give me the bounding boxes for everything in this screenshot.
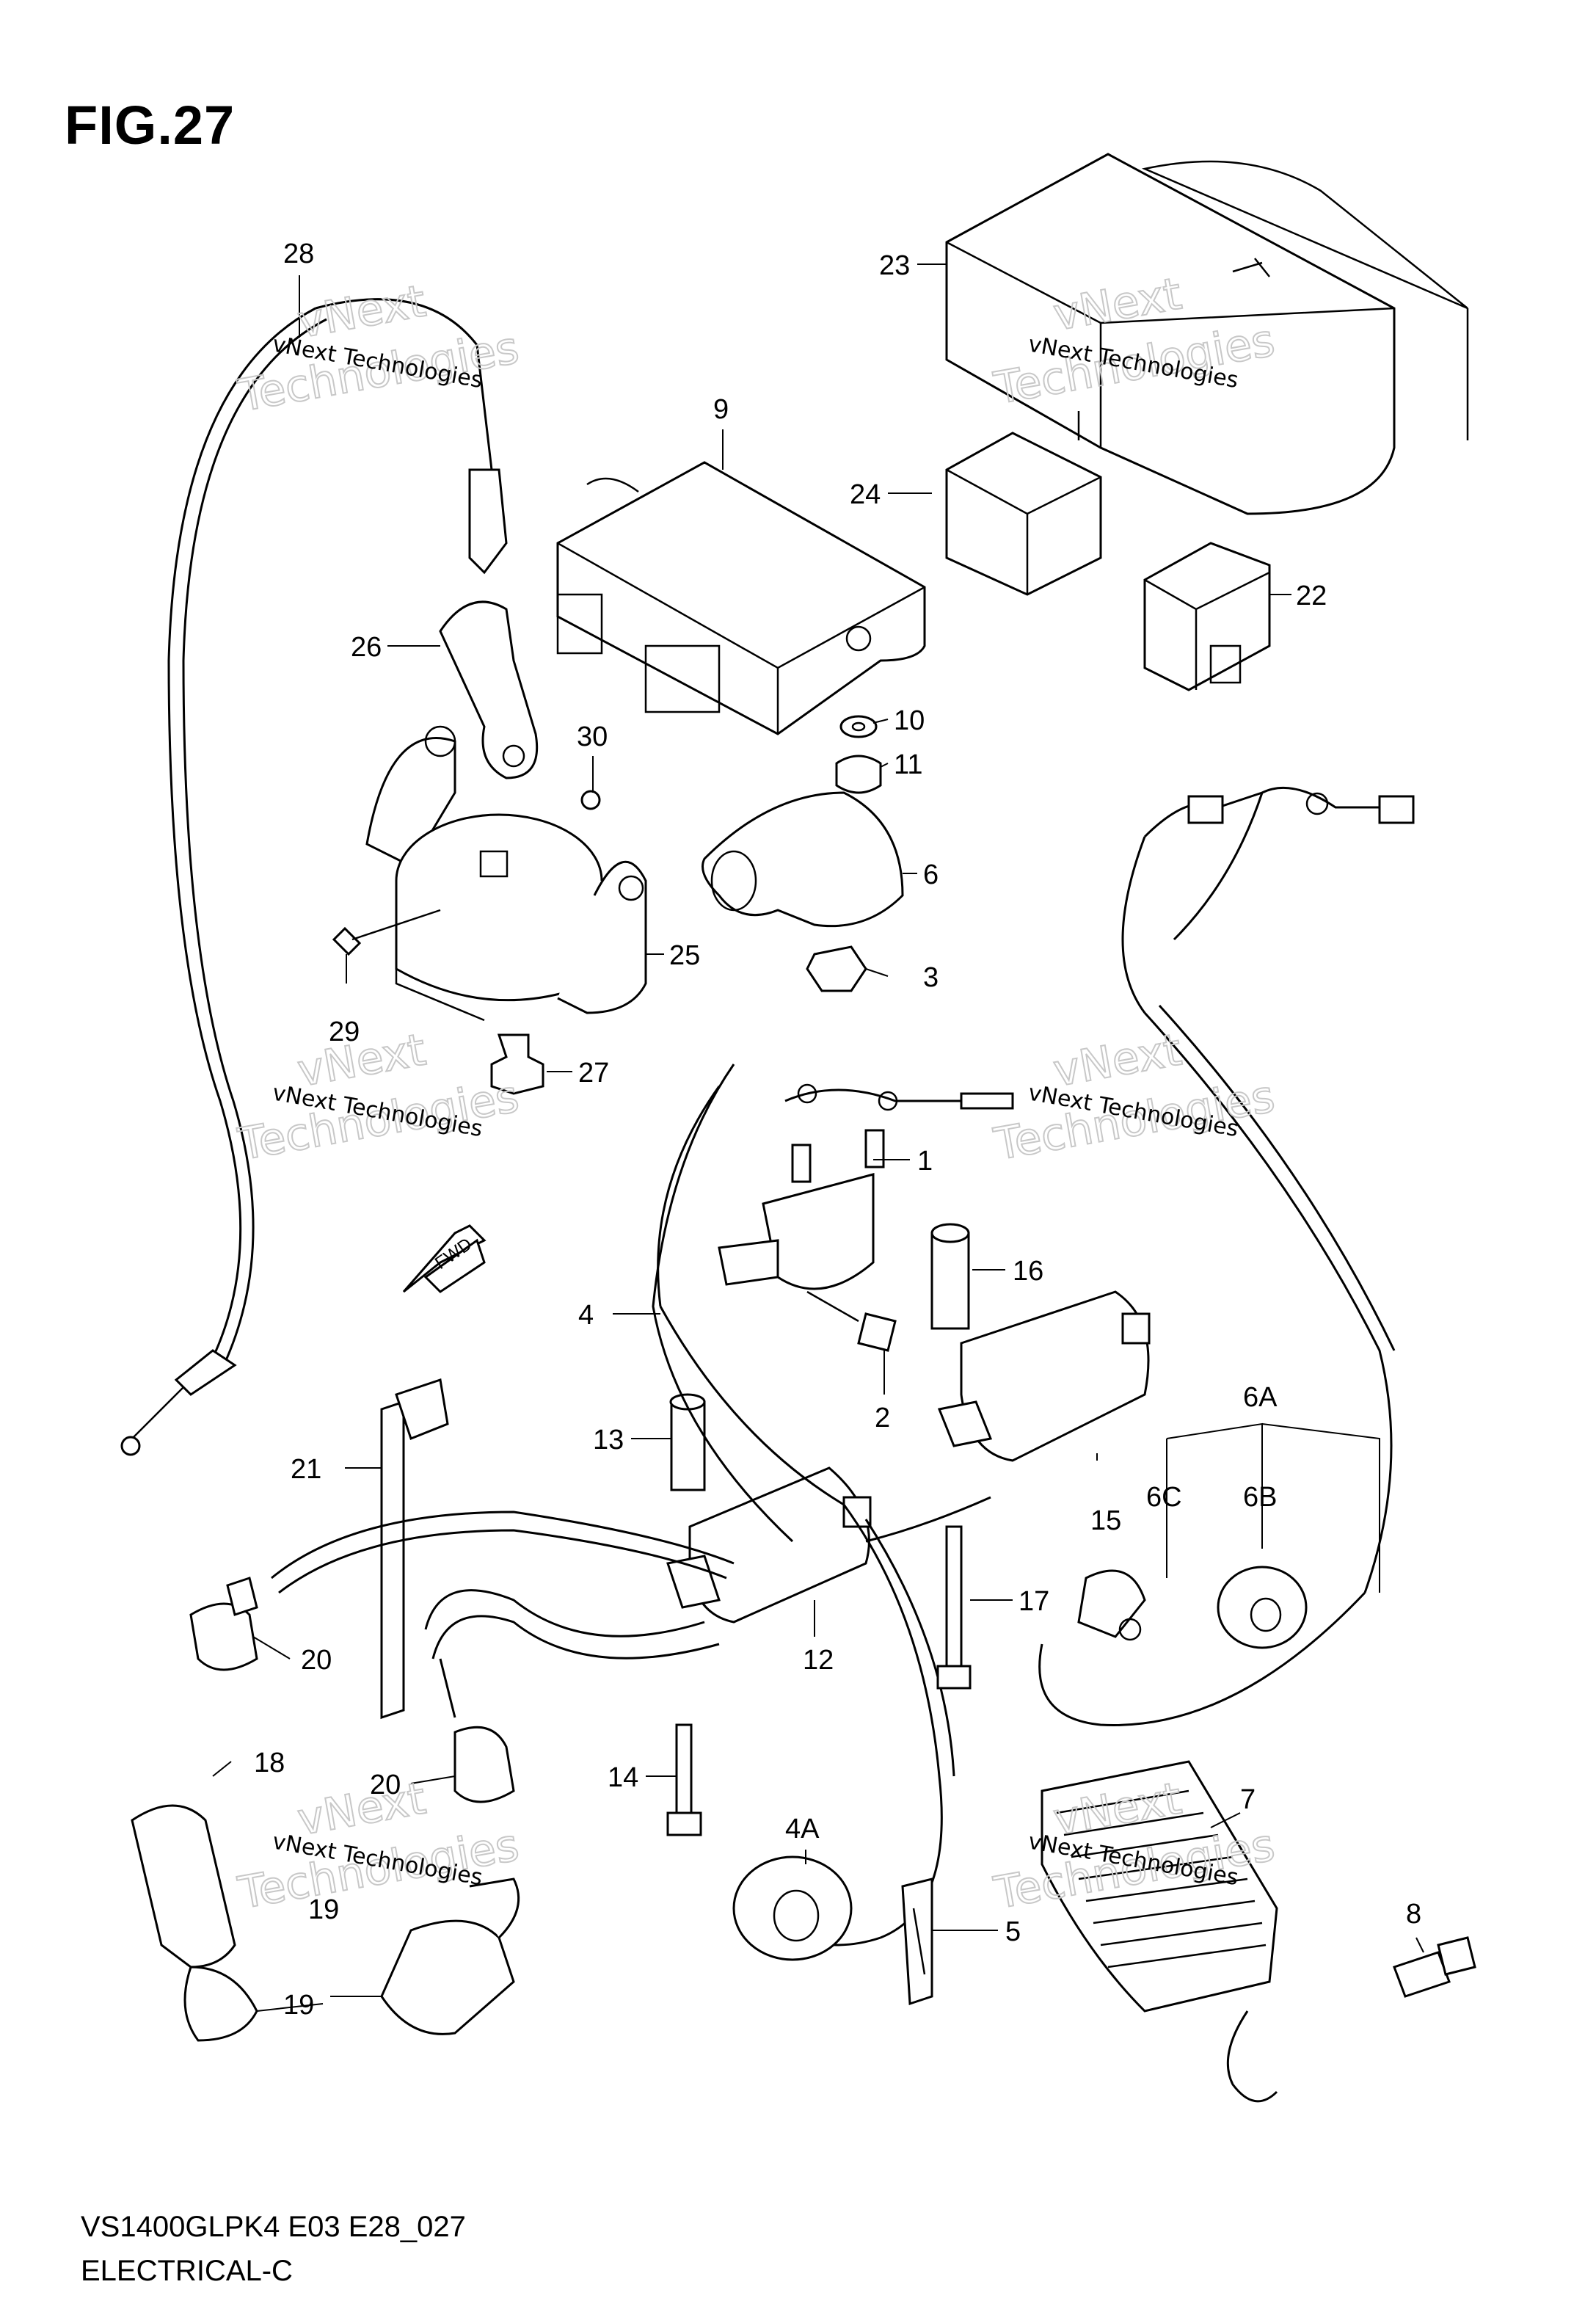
callout-27: 27 — [578, 1058, 609, 1088]
part-sensor-harness-6A — [1038, 786, 1415, 1726]
callout-19b: 19 — [283, 1990, 314, 2021]
part-sensor-25 — [365, 725, 647, 1022]
callout-12: 12 — [803, 1645, 834, 1676]
part-bolt-8 — [1393, 1936, 1476, 1998]
callout-13: 13 — [593, 1425, 624, 1455]
callout-2: 2 — [875, 1403, 890, 1433]
callout-24: 24 — [850, 479, 881, 510]
callout-28: 28 — [283, 239, 314, 269]
part-bolt-29 — [332, 909, 441, 956]
part-bolt-17 — [936, 1525, 972, 1690]
part-bolt-27 — [490, 1033, 544, 1095]
callout-21: 21 — [291, 1454, 321, 1485]
part-nut-3 — [806, 945, 867, 992]
part-clamp-21 — [380, 1378, 449, 1720]
callout-9: 9 — [713, 394, 729, 425]
callout-20b: 20 — [370, 1770, 401, 1800]
part-boot-6 — [702, 791, 904, 928]
callout-26: 26 — [351, 632, 382, 663]
part-bolt-2 — [806, 1290, 897, 1352]
figure-title: FIG.27 — [65, 95, 236, 156]
part-plug-cap-19 — [380, 1877, 520, 2035]
part-cap-20a — [189, 1577, 258, 1671]
callout-11: 11 — [894, 749, 922, 780]
callout-10: 10 — [894, 705, 925, 736]
watermark-4: vNext Technologies vNext Technologies — [989, 1023, 1279, 1171]
callout-30: 30 — [577, 721, 608, 752]
callout-20a: 20 — [301, 1645, 332, 1676]
callout-15: 15 — [1090, 1505, 1121, 1536]
callout-8: 8 — [1406, 1899, 1421, 1930]
callout-7: 7 — [1240, 1784, 1256, 1815]
part-washer-10 — [839, 715, 878, 738]
leader-lines — [212, 263, 1424, 2012]
part-ignition-coil-12 — [666, 1466, 872, 1624]
callout-5: 5 — [1005, 1916, 1021, 1947]
watermark-3: vNext Technologies vNext Technologies — [233, 1023, 523, 1171]
callout-29: 29 — [329, 1017, 360, 1047]
part-ecm-cover — [945, 153, 1469, 515]
part-relay — [945, 432, 1102, 596]
part-cable-28 — [120, 298, 508, 1456]
part-connector-22 — [1143, 542, 1271, 691]
callout-25: 25 — [669, 940, 700, 971]
callout-14: 14 — [608, 1762, 638, 1793]
part-ignition-coil-15 — [937, 1290, 1151, 1462]
callout-6A: 6A — [1243, 1382, 1278, 1413]
fwd-direction-marker: FWD — [402, 1224, 487, 1293]
callout-23: 23 — [879, 250, 910, 281]
callout-16: 16 — [1013, 1256, 1043, 1287]
part-clamp-5 — [901, 1877, 933, 2006]
callout-19a: 19 — [308, 1894, 339, 1925]
part-rubber-4A — [732, 1855, 853, 1961]
callout-22: 22 — [1296, 581, 1327, 611]
watermark-1: vNext Technologies vNext Technologies — [233, 275, 523, 423]
callout-labels: 28 23 9 24 22 26 10 30 11 6 25 3 29 27 1… — [254, 239, 1421, 2021]
part-spacer-16 — [930, 1223, 970, 1330]
callout-4: 4 — [578, 1300, 594, 1331]
footer-model-code: VS1400GLPK4 E03 E28_027 — [81, 2211, 466, 2243]
callout-6B: 6B — [1243, 1482, 1277, 1513]
part-plug-cap-18 — [131, 1804, 258, 2042]
callout-18: 18 — [254, 1748, 285, 1778]
part-grommet-11 — [835, 755, 882, 794]
part-bolt-14 — [666, 1723, 702, 1836]
callout-1: 1 — [917, 1146, 933, 1177]
part-bracket-26 — [439, 600, 539, 779]
part-sensor-6B — [1217, 1566, 1308, 1649]
footer-section-name: ELECTRICAL-C — [81, 2255, 293, 2287]
callout-6C: 6C — [1146, 1482, 1182, 1513]
part-hv-lead — [271, 1511, 735, 1718]
callout-6: 6 — [923, 859, 939, 890]
part-starter-relay-1 — [718, 1083, 1014, 1290]
part-cap-20b — [453, 1726, 515, 1803]
callout-3: 3 — [923, 962, 939, 993]
part-ecm-unit — [556, 461, 926, 735]
callout-17: 17 — [1019, 1586, 1049, 1617]
callout-4A: 4A — [785, 1814, 820, 1844]
part-screw-30 — [580, 790, 601, 810]
part-sensor-6C — [1077, 1569, 1146, 1641]
